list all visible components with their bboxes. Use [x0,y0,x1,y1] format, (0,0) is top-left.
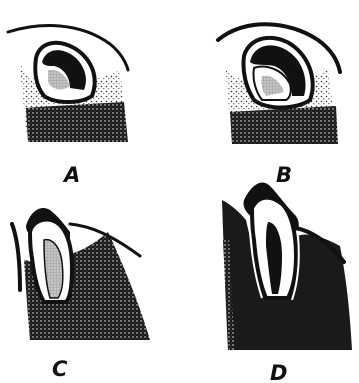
panel-b-bone-base [230,106,338,144]
panel-d-label: D [270,361,287,383]
panel-b [218,24,340,144]
panel-a-label: A [62,163,80,187]
panel-b-label: B [276,163,292,187]
panel-d [222,182,352,350]
panel-a [8,26,128,142]
panel-c [12,208,150,340]
panel-c-gum-line-left [12,224,20,290]
panel-a-bone-base [26,102,128,142]
panel-c-label: C [52,357,68,381]
